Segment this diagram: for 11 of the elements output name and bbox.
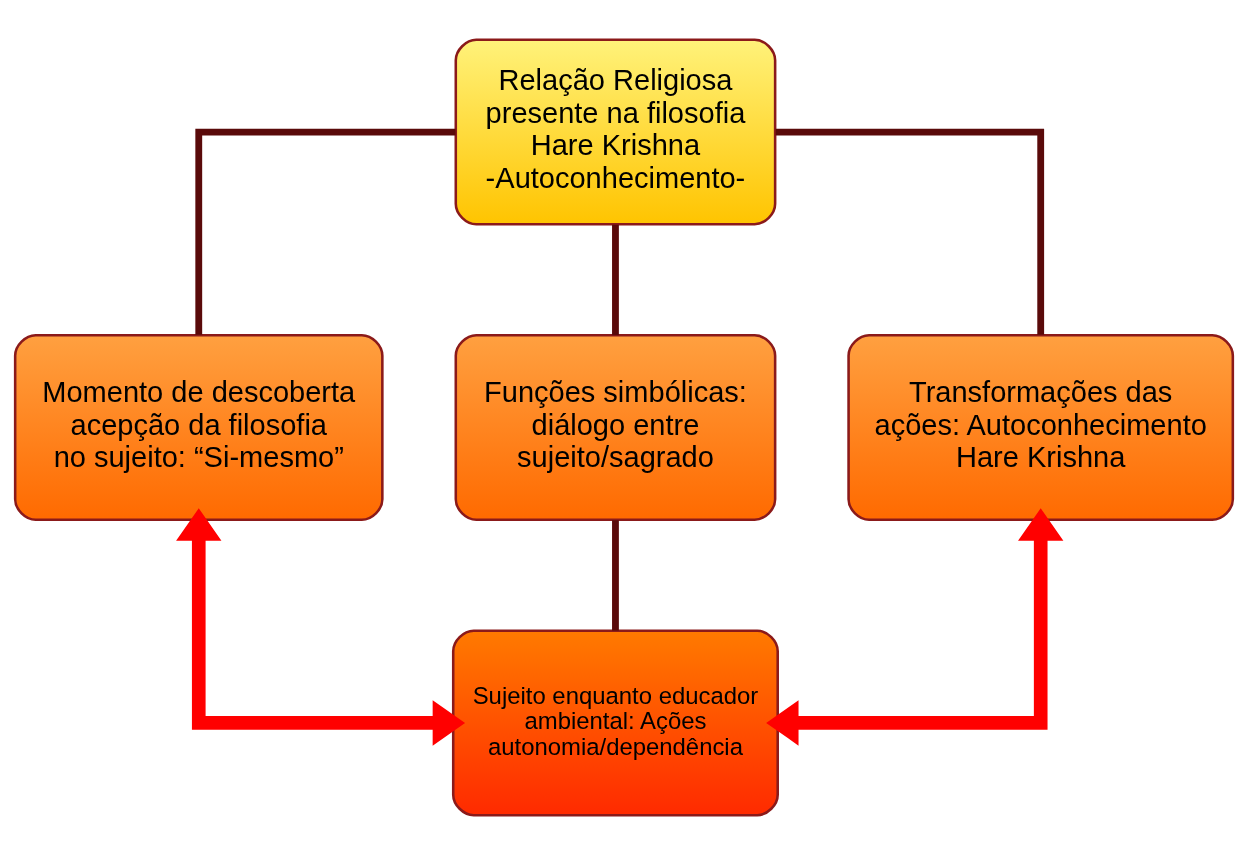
- node-box: Momento de descoberta acepção da filosofia no sujeito: “Si-mesmo”: [13, 333, 384, 521]
- arrow: [766, 507, 1064, 746]
- connector: [195, 128, 456, 335]
- node-box: Transformações das ações: Autoconhecimento Hare Krishna: [847, 333, 1235, 521]
- arrow: [176, 507, 466, 746]
- connector: [612, 224, 619, 335]
- connector: [775, 128, 1045, 335]
- node-box: Sujeito enquanto educador ambiental: Ações autonomia/dependência: [451, 628, 779, 816]
- node-box: Relação Religiosa presente na filosofia Hare Krishna -Autoconhecimento-: [454, 38, 777, 226]
- connector: [612, 519, 619, 631]
- node-box: Funções simbólicas: diálogo entre sujeito/sagrado: [454, 333, 777, 521]
